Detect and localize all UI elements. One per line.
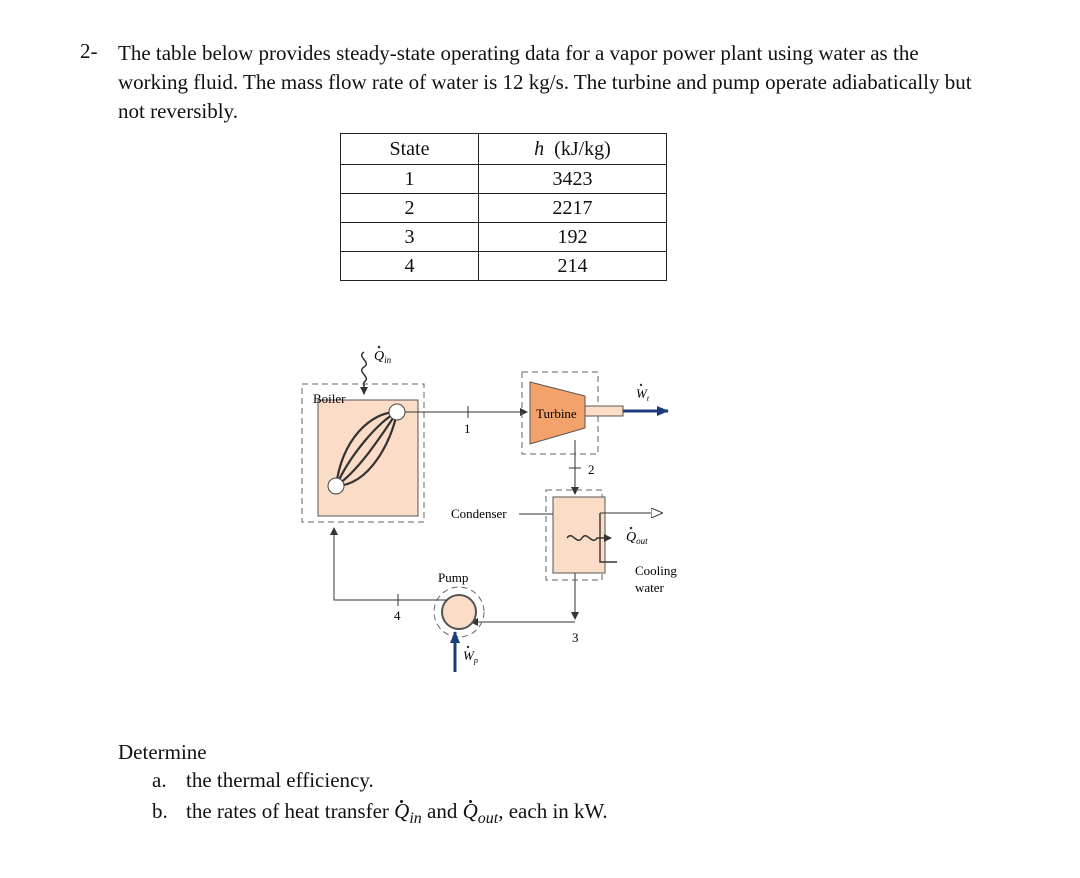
- header-enthalpy: h (kJ/kg): [478, 133, 667, 165]
- pump-boundary: [433, 586, 485, 638]
- state-2-label: 2: [588, 462, 595, 477]
- wp-dot: [466, 645, 470, 649]
- table-row: 4 214: [340, 251, 667, 281]
- turbine: [529, 381, 586, 445]
- boiler-label: Boiler: [313, 391, 346, 406]
- state-4-label: 4: [394, 608, 401, 623]
- question-b: b. the rates of heat transfer Qin and Qou…: [152, 799, 608, 828]
- qin-symbol: Q: [394, 799, 410, 823]
- cell-enthalpy: 214: [478, 251, 667, 281]
- qin-wavy-arrow: [360, 351, 368, 395]
- cell-enthalpy: 2217: [478, 193, 667, 223]
- boiler-header-top: [388, 403, 406, 421]
- table-row: 1 3423: [340, 164, 667, 194]
- question-b-letter: b.: [152, 799, 168, 823]
- qin-subscript: in: [409, 810, 422, 827]
- qin-dot: [377, 345, 381, 349]
- question-b-mid: and: [421, 799, 463, 823]
- turbine-shaft: [584, 405, 624, 417]
- question-b-post: , each in kW.: [498, 799, 608, 823]
- problem-statement: The table below provides steady-state op…: [118, 41, 972, 123]
- cell-state: 2: [340, 193, 479, 223]
- state-enthalpy-table: State h (kJ/kg) 1 3423 2 2217 3 192 4 21…: [340, 133, 667, 281]
- wt-label: Wt: [636, 386, 650, 403]
- turbine-boundary: [521, 371, 599, 455]
- cell-enthalpy: 192: [478, 222, 667, 252]
- qout-symbol: Q: [462, 799, 478, 823]
- pump-label: Pump: [438, 570, 468, 585]
- cooling-water-coil: [599, 513, 617, 563]
- cell-state: 3: [340, 222, 479, 252]
- question-a: a. the thermal efficiency.: [152, 768, 374, 793]
- pump: [441, 594, 477, 630]
- problem-number: 2-: [80, 39, 98, 63]
- cooling-water-label-1: Cooling: [635, 563, 677, 578]
- condenser: [552, 496, 606, 574]
- qout-label: Qout: [626, 530, 648, 546]
- qout-dot: [629, 526, 633, 530]
- table-row: 3 192: [340, 222, 667, 252]
- qout-subscript: out: [477, 810, 499, 827]
- power-plant-diagram: Boiler Qin 1 Turbine Wt 2 Condenser Cool…: [301, 345, 677, 672]
- turbine-label: Turbine: [536, 406, 577, 421]
- question-a-letter: a.: [152, 768, 167, 792]
- cell-state: 4: [340, 251, 479, 281]
- header-state: State: [340, 133, 479, 165]
- wp-label: Wp: [463, 648, 478, 665]
- qout-wavy-arrow: [566, 534, 612, 542]
- boiler-header-bottom: [327, 477, 345, 495]
- boiler-boundary: [301, 383, 425, 523]
- qin-label: Qin: [374, 349, 392, 365]
- wt-dot: [639, 383, 643, 387]
- question-a-text: the thermal efficiency.: [186, 768, 374, 792]
- question-b-pre: the rates of heat transfer: [186, 799, 389, 823]
- state-3-label: 3: [572, 630, 579, 645]
- cell-state: 1: [340, 164, 479, 194]
- table-header-row: State h (kJ/kg): [340, 133, 667, 165]
- cooling-water-label-2: water: [635, 580, 665, 595]
- cell-enthalpy: 3423: [478, 164, 667, 194]
- determine-heading: Determine: [118, 740, 207, 764]
- state-1-label: 1: [464, 421, 471, 436]
- condenser-label: Condenser: [451, 506, 507, 521]
- flow-line-4: [330, 527, 447, 601]
- table-row: 2 2217: [340, 193, 667, 223]
- boiler: [317, 399, 419, 517]
